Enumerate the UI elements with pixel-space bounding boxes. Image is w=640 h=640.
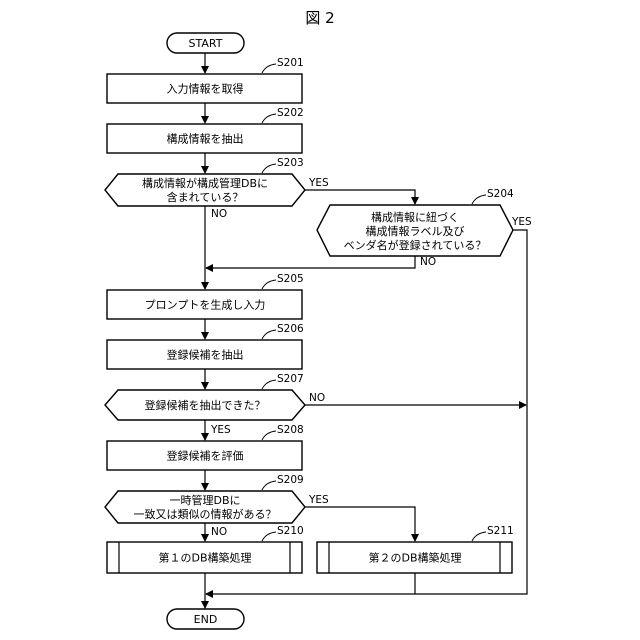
s211-id: S211 (487, 525, 514, 537)
s204-line1: 構成情報に紐づく (371, 211, 459, 224)
s203-line1: 構成情報が構成管理DBに (142, 176, 268, 190)
s207-yes-label: YES (210, 424, 231, 436)
s201-text: 入力情報を取得 (167, 83, 244, 96)
s202-leader (262, 114, 276, 123)
arrow-s204-no-merge (206, 256, 415, 268)
start-label: START (189, 37, 223, 50)
arrow-s203-yes-s204 (305, 190, 415, 204)
s207-text: 登録候補を抽出できた？ (145, 398, 266, 412)
s209-leader (262, 481, 276, 490)
s202-text: 構成情報を抽出 (167, 132, 244, 146)
s206-text: 登録候補を抽出 (167, 348, 244, 362)
s203-leader (262, 164, 276, 173)
s209-no-label: NO (211, 526, 227, 538)
s209-id: S209 (277, 474, 304, 486)
s210-leader (262, 532, 276, 541)
s203-line2: 含まれている？ (167, 190, 244, 204)
s208-leader (262, 431, 276, 440)
s204-yes-label: YES (511, 216, 532, 228)
s204-line2: 構成情報ラベル及び (366, 225, 465, 238)
s207-id: S207 (277, 373, 304, 385)
s202-id: S202 (277, 107, 304, 119)
s204-no-label: NO (420, 256, 436, 268)
s203-no-label: NO (211, 208, 227, 220)
s207-leader (262, 380, 276, 389)
arrow-s209-yes-s211 (305, 507, 415, 541)
s208-id: S208 (277, 424, 304, 436)
end-label: END (194, 613, 218, 626)
s211-leader (472, 532, 486, 541)
s209-line1: 一時管理DBに (169, 493, 240, 507)
s209-yes-label: YES (308, 494, 329, 506)
s210-id: S210 (277, 525, 304, 537)
s205-leader (262, 280, 276, 289)
s205-text: プロンプトを生成し入力 (145, 298, 266, 312)
s204-line3: ベンダ名が登録されている？ (344, 238, 487, 252)
figure-title: 図 2 (305, 9, 334, 27)
s201-leader (262, 64, 276, 73)
s211-text: 第２のDB構築処理 (368, 551, 461, 565)
s208-text: 登録候補を評価 (167, 449, 244, 463)
s206-id: S206 (277, 323, 304, 335)
s203-id: S203 (277, 157, 304, 169)
s201-id: S201 (277, 57, 304, 69)
s203-yes-label: YES (308, 177, 329, 189)
s206-leader (262, 330, 276, 339)
s210-text: 第１のDB構築処理 (158, 551, 251, 565)
s209-line2: 一致又は類似の情報がある？ (134, 507, 277, 521)
s205-id: S205 (277, 273, 304, 285)
s207-no-label: NO (309, 392, 325, 404)
s204-id: S204 (487, 188, 514, 200)
s204-leader (472, 195, 486, 204)
